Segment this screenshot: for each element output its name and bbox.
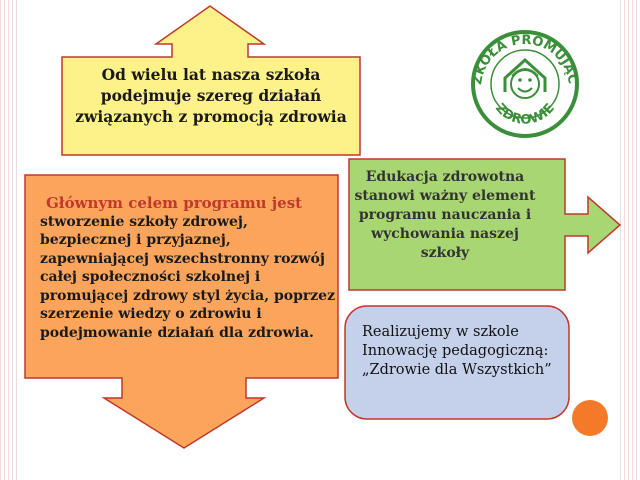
house-icon <box>503 57 547 92</box>
accent-dot <box>572 400 608 436</box>
green-box-text: Edukacja zdrowotna stanowi ważny element… <box>354 169 536 261</box>
green-right-arrow <box>348 158 622 291</box>
blue-rounded-box <box>344 305 570 420</box>
orange-box-text: stworzenie szkoły zdrowej, bezpiecznej i… <box>40 213 336 341</box>
yellow-up-arrow <box>61 5 361 156</box>
orange-box-content: Głównym celem programu jest stworzenie s… <box>40 194 340 342</box>
orange-box-lead: Głównym celem programu jest <box>46 194 303 212</box>
orange-down-arrow <box>24 174 339 449</box>
smile-face-icon <box>510 68 540 99</box>
yellow-box-text: Od wielu lat nasza szkoła podejmuje szer… <box>75 65 347 126</box>
left-border <box>0 0 20 480</box>
blue-box-text: Realizujemy w szkole Innowację pedagogic… <box>362 324 552 378</box>
right-border <box>620 0 640 480</box>
